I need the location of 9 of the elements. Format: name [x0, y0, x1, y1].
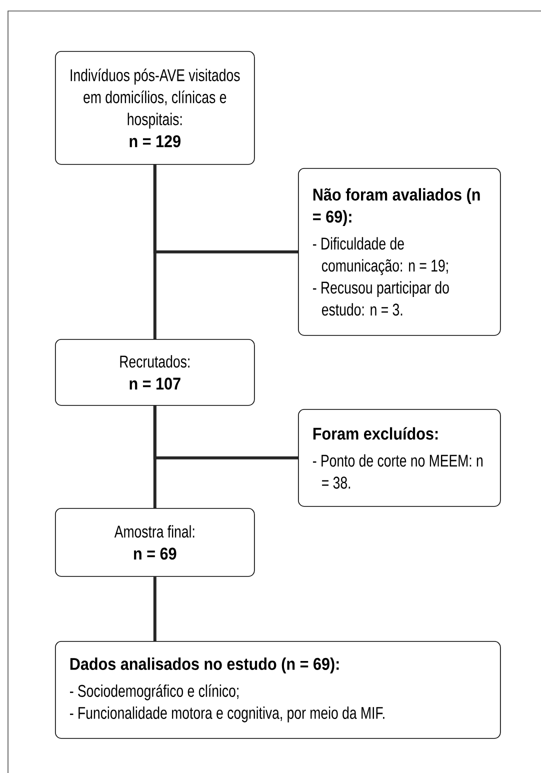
- connector-line: [153, 406, 298, 460]
- flow-box: Dados analisados no estudo (n = 69): - Sociodemográfico e clínico; - Funcionalidade motora e cognitiva, por meio da MIF.: [55, 641, 501, 739]
- connector-line: [153, 576, 156, 641]
- flow-box: Amostra final: n = 69: [55, 508, 255, 577]
- flow-box: Recrutados: n = 107: [55, 339, 255, 406]
- connector-line: [153, 164, 298, 254]
- flow-box: Não foram avaliados (n = 69): - Dificuldade de comunicação: n = 19; - Recusou participar do estudo: n = 3.: [298, 168, 501, 336]
- flow-box: Foram excluídos: - Ponto de corte no MEEM: n = 38.: [298, 409, 501, 507]
- flow-box: Indivíduos pós-AVE visitados em domicílios, clínicas e hospitais: n = 129: [55, 51, 255, 165]
